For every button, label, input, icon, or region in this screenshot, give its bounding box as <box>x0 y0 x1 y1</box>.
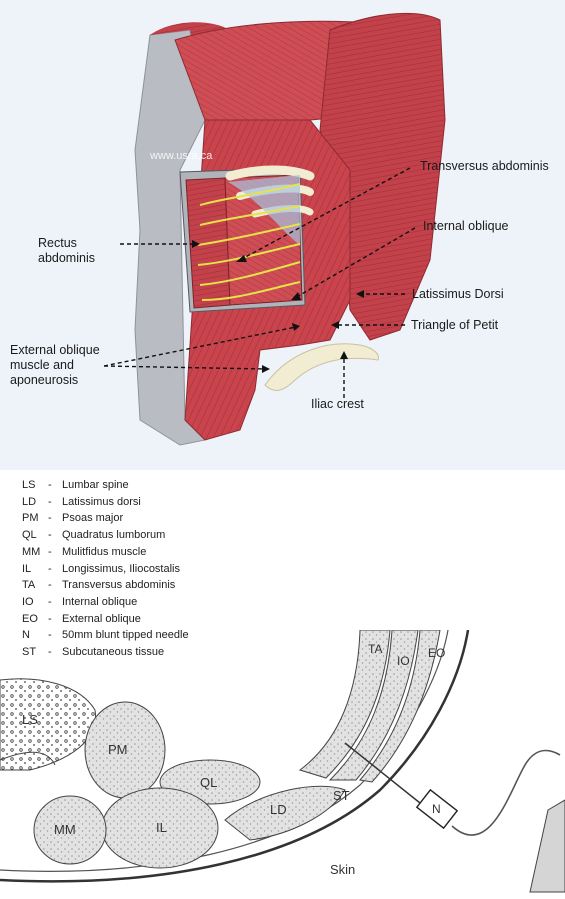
label-rectus-line2: abdominis <box>38 251 95 266</box>
legend-sep: - <box>48 561 62 578</box>
legend-text: Internal oblique <box>62 594 137 611</box>
legend-row: LS-Lumbar spine <box>22 477 189 494</box>
anatomy-illustration: www.usra.ca Rectus abdominis Transversus… <box>0 0 565 470</box>
legend-sep: - <box>48 594 62 611</box>
legend-abbr: MM <box>22 544 48 561</box>
legend-text: Psoas major <box>62 510 123 527</box>
watermark: www.usra.ca <box>150 150 212 162</box>
cs-label-pm: PM <box>108 742 128 757</box>
cs-label-mm: MM <box>54 822 76 837</box>
legend-sep: - <box>48 544 62 561</box>
label-latissimus: Latissimus Dorsi <box>412 287 504 302</box>
legend-row: EO-External oblique <box>22 611 189 628</box>
legend-sep: - <box>48 477 62 494</box>
iliac-crest-shape <box>265 344 378 391</box>
legend-text: Transversus abdominis <box>62 577 175 594</box>
cs-label-ql: QL <box>200 775 217 790</box>
legend-row: PM-Psoas major <box>22 510 189 527</box>
cross-section-drawing <box>0 630 565 894</box>
label-rectus: Rectus abdominis <box>38 236 95 266</box>
legend-text: External oblique <box>62 611 141 628</box>
label-external-oblique-line1: External oblique <box>10 343 100 358</box>
legend-text: Quadratus lumborum <box>62 527 165 544</box>
needle-tubing <box>452 751 560 836</box>
legend-row: MM-Mulitfidus muscle <box>22 544 189 561</box>
cross-section-illustration: LS PM QL MM IL LD ST TA IO EO N Skin <box>0 630 565 894</box>
legend-abbr: PM <box>22 510 48 527</box>
legend-text: Longissimus, Iliocostalis <box>62 561 180 578</box>
label-iliac-crest: Iliac crest <box>311 397 364 412</box>
label-rectus-line1: Rectus <box>38 236 95 251</box>
legend-row: IO-Internal oblique <box>22 594 189 611</box>
legend-row: LD-Latissimus dorsi <box>22 494 189 511</box>
legend-abbr: IL <box>22 561 48 578</box>
cs-label-ta: TA <box>368 642 382 656</box>
label-external-oblique-line2: muscle and <box>10 358 100 373</box>
syringe <box>530 800 565 892</box>
legend-abbr: IO <box>22 594 48 611</box>
cs-label-ls: LS <box>22 712 38 727</box>
legend-abbr: LD <box>22 494 48 511</box>
cs-label-il: IL <box>156 820 167 835</box>
legend-sep: - <box>48 510 62 527</box>
legend-sep: - <box>48 527 62 544</box>
cs-label-io: IO <box>397 654 410 668</box>
legend-sep: - <box>48 577 62 594</box>
cs-label-skin: Skin <box>330 862 355 877</box>
legend-text: Lumbar spine <box>62 477 129 494</box>
legend-row: IL-Longissimus, Iliocostalis <box>22 561 189 578</box>
legend-abbr: TA <box>22 577 48 594</box>
cs-label-st: ST <box>333 788 350 803</box>
legend-abbr: QL <box>22 527 48 544</box>
legend-abbr: EO <box>22 611 48 628</box>
cs-label-eo: EO <box>428 646 445 660</box>
cs-label-ld: LD <box>270 802 287 817</box>
legend-text: Mulitfidus muscle <box>62 544 146 561</box>
legend-sep: - <box>48 611 62 628</box>
label-external-oblique: External oblique muscle and aponeurosis <box>10 343 100 388</box>
legend-row: TA-Transversus abdominis <box>22 577 189 594</box>
legend-sep: - <box>48 494 62 511</box>
legend-text: Latissimus dorsi <box>62 494 141 511</box>
label-internal-oblique: Internal oblique <box>423 219 508 234</box>
label-transversus: Transversus abdominis <box>420 159 549 174</box>
abdominal-wall-drawing <box>0 0 565 470</box>
cs-label-n: N <box>432 802 441 816</box>
label-triangle-of-petit: Triangle of Petit <box>411 318 498 333</box>
label-external-oblique-line3: aponeurosis <box>10 373 100 388</box>
legend-abbr: LS <box>22 477 48 494</box>
legend-row: QL-Quadratus lumborum <box>22 527 189 544</box>
